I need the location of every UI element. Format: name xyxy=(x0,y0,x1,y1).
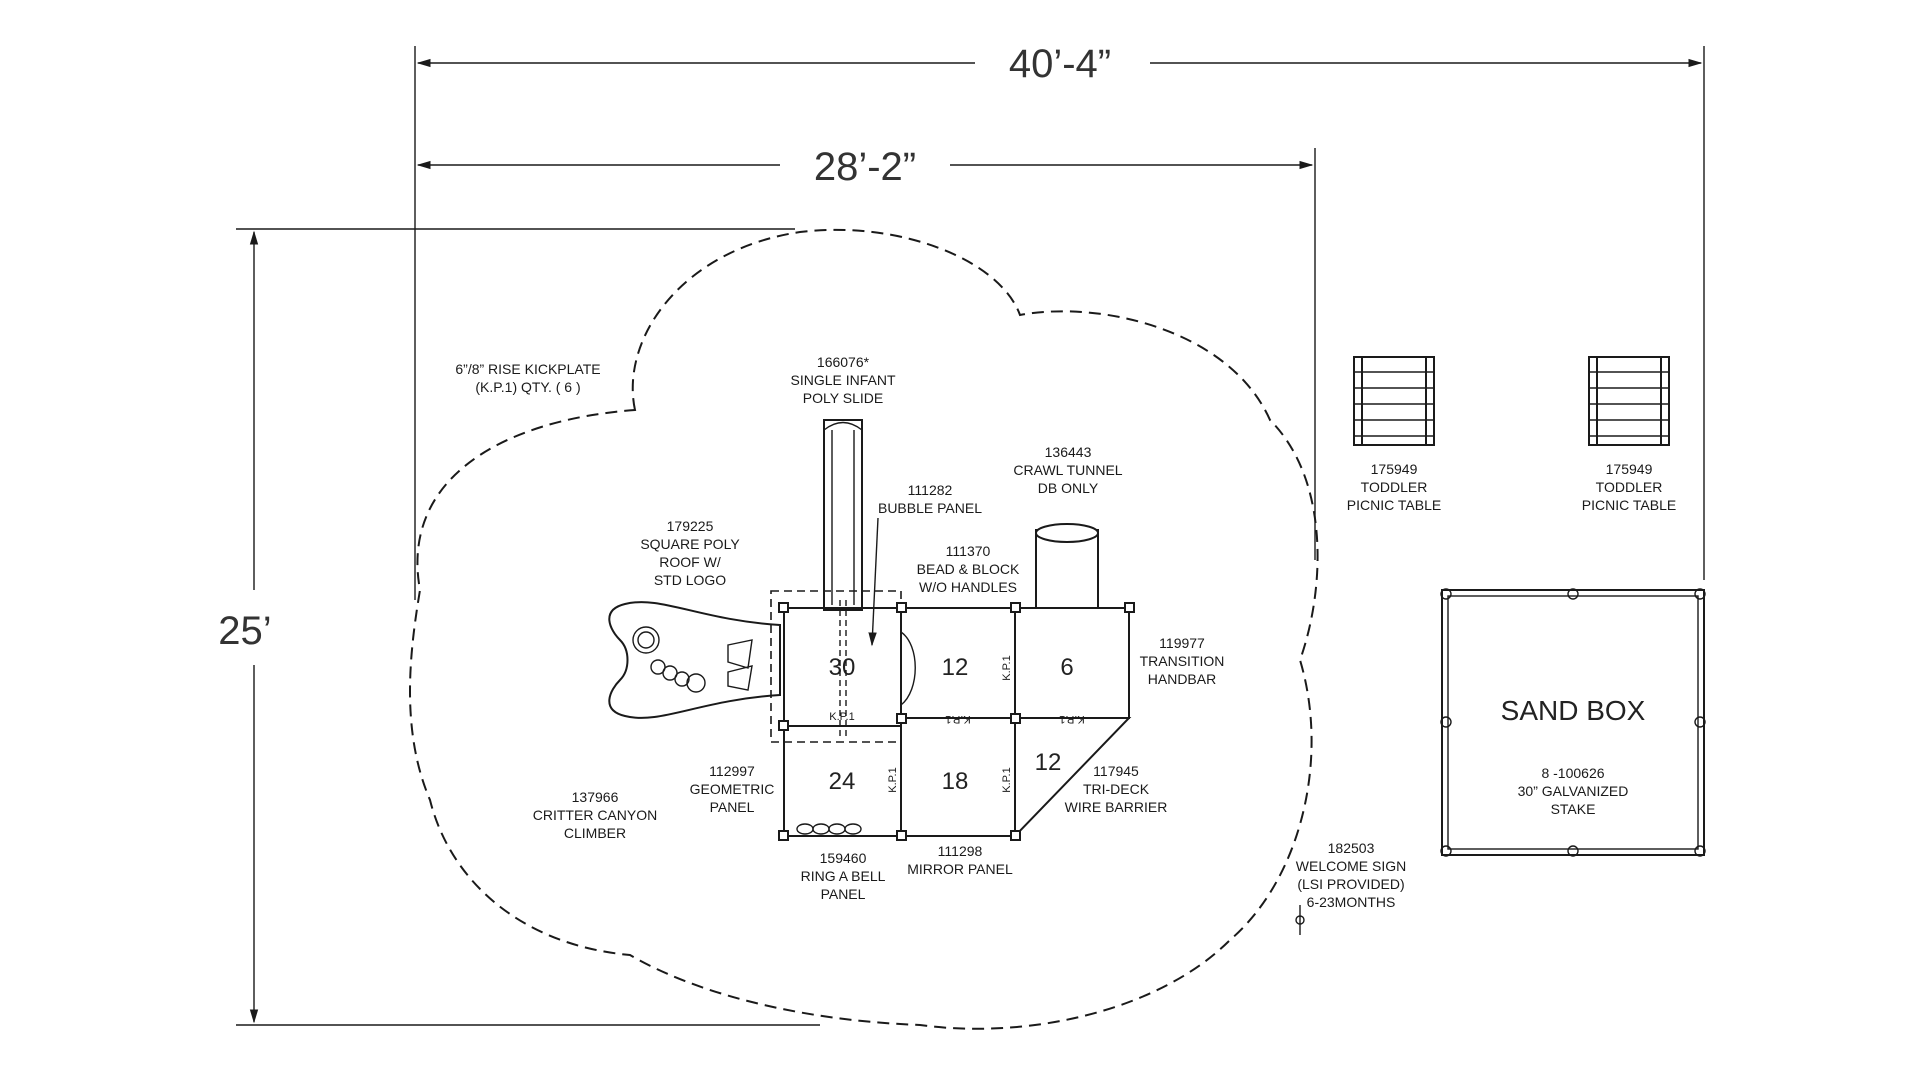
svg-text:175949: 175949 xyxy=(1606,461,1653,477)
dimension-structure-width: 28’-2” xyxy=(416,145,1316,560)
svg-text:ROOF W/: ROOF W/ xyxy=(659,554,721,570)
picnic-table-2 xyxy=(1588,356,1670,446)
label-kickplate: 6”/8” RISE KICKPLATE (K.P.1) QTY. ( 6 ) xyxy=(455,361,600,395)
sandbox-title: SAND BOX xyxy=(1501,695,1646,726)
deck-6-label: 6 xyxy=(1060,654,1073,681)
kp-tag-2: K.P.1 xyxy=(945,713,971,725)
label-welcome-sign: 182503 WELCOME SIGN (LSI PROVIDED) 6-23M… xyxy=(1296,840,1406,910)
svg-text:SQUARE POLY: SQUARE POLY xyxy=(640,536,740,552)
overall-depth-label: 25’ xyxy=(218,609,271,653)
svg-text:TODDLER: TODDLER xyxy=(1361,479,1428,495)
svg-text:W/O HANDLES: W/O HANDLES xyxy=(919,579,1017,595)
label-mirror-panel: 111298 MIRROR PANEL xyxy=(907,843,1013,877)
svg-text:175949: 175949 xyxy=(1371,461,1418,477)
label-bubble-panel: 111282 BUBBLE PANEL xyxy=(878,482,982,516)
svg-text:DB ONLY: DB ONLY xyxy=(1038,480,1099,496)
label-critter-canyon: 137966 CRITTER CANYON CLIMBER xyxy=(533,789,657,841)
label-roof: 179225 SQUARE POLY ROOF W/ STD LOGO xyxy=(640,518,740,588)
dimension-overall-depth: 25’ xyxy=(218,228,820,1026)
kp-tag-3: K.P.1 xyxy=(1059,713,1085,725)
welcome-sign-post xyxy=(1295,905,1305,935)
svg-text:PANEL: PANEL xyxy=(821,886,866,902)
svg-text:TRANSITION: TRANSITION xyxy=(1140,653,1225,669)
svg-text:CRAWL TUNNEL: CRAWL TUNNEL xyxy=(1013,462,1122,478)
play-structure: 30 12 6 24 18 12 xyxy=(770,523,1135,841)
use-zone-boundary xyxy=(409,228,1319,1030)
svg-text:WELCOME SIGN: WELCOME SIGN xyxy=(1296,858,1406,874)
sand-box: SAND BOX xyxy=(1440,588,1706,857)
kp-tag-6: K.P.1 xyxy=(1001,767,1013,793)
svg-text:RING A BELL: RING A BELL xyxy=(801,868,886,884)
svg-text:PICNIC TABLE: PICNIC TABLE xyxy=(1347,497,1441,513)
kp-tag-5: K.P.1 xyxy=(887,767,899,793)
svg-text:GEOMETRIC: GEOMETRIC xyxy=(690,781,775,797)
svg-text:STAKE: STAKE xyxy=(1551,801,1596,817)
svg-text:111298: 111298 xyxy=(938,843,983,859)
label-picnic-table-1: 175949 TODDLER PICNIC TABLE xyxy=(1347,461,1441,513)
label-picnic-table-2: 175949 TODDLER PICNIC TABLE xyxy=(1582,461,1676,513)
svg-text:6-23MONTHS: 6-23MONTHS xyxy=(1307,894,1396,910)
svg-text:137966: 137966 xyxy=(572,789,619,805)
poly-slide xyxy=(823,419,863,611)
callout-labels: 6”/8” RISE KICKPLATE (K.P.1) QTY. ( 6 ) … xyxy=(455,354,1676,910)
dimension-overall-width: 40’-4” xyxy=(414,42,1705,600)
svg-text:(K.P.1) QTY. ( 6 ): (K.P.1) QTY. ( 6 ) xyxy=(475,379,580,395)
label-crawl-tunnel: 136443 CRAWL TUNNEL DB ONLY xyxy=(1013,444,1122,496)
kp-tag-4: K.P.1 xyxy=(1001,655,1013,681)
svg-text:117945: 117945 xyxy=(1093,763,1139,779)
roof-outline xyxy=(770,590,902,743)
svg-text:119977: 119977 xyxy=(1159,635,1205,651)
label-tri-deck-barrier: 117945 TRI-DECK WIRE BARRIER xyxy=(1065,763,1168,815)
deck-12-b-label: 12 xyxy=(1035,749,1062,776)
svg-text:PANEL: PANEL xyxy=(710,799,755,815)
svg-text:BEAD & BLOCK: BEAD & BLOCK xyxy=(917,561,1020,577)
ring-a-bell-panel xyxy=(796,823,862,835)
deck-24-label: 24 xyxy=(829,768,856,795)
svg-text:179225: 179225 xyxy=(667,518,714,534)
svg-text:112997: 112997 xyxy=(709,763,755,779)
svg-text:MIRROR PANEL: MIRROR PANEL xyxy=(907,861,1013,877)
svg-text:166076*: 166076* xyxy=(817,354,870,370)
svg-text:CLIMBER: CLIMBER xyxy=(564,825,626,841)
picnic-table-1 xyxy=(1353,356,1435,446)
svg-text:136443: 136443 xyxy=(1045,444,1092,460)
svg-text:111370: 111370 xyxy=(946,543,991,559)
svg-text:WIRE BARRIER: WIRE BARRIER xyxy=(1065,799,1168,815)
svg-text:6”/8” RISE KICKPLATE: 6”/8” RISE KICKPLATE xyxy=(455,361,600,377)
label-geometric-panel: 112997 GEOMETRIC PANEL xyxy=(690,763,775,815)
svg-text:HANDBAR: HANDBAR xyxy=(1148,671,1216,687)
deck-12-b xyxy=(1014,717,1132,839)
svg-text:TODDLER: TODDLER xyxy=(1596,479,1663,495)
svg-text:(LSI PROVIDED): (LSI PROVIDED) xyxy=(1297,876,1404,892)
svg-text:CRITTER CANYON: CRITTER CANYON xyxy=(533,807,657,823)
svg-text:POLY SLIDE: POLY SLIDE xyxy=(803,390,883,406)
deck-12-a-label: 12 xyxy=(942,654,969,681)
label-ring-a-bell: 159460 RING A BELL PANEL xyxy=(801,850,886,902)
svg-text:182503: 182503 xyxy=(1328,840,1375,856)
deck-18-label: 18 xyxy=(942,768,969,795)
svg-text:8 -100626: 8 -100626 xyxy=(1541,765,1604,781)
label-bead-block: 111370 BEAD & BLOCK W/O HANDLES xyxy=(917,543,1020,595)
label-handbar: 119977 TRANSITION HANDBAR xyxy=(1140,635,1225,687)
critter-canyon-climber xyxy=(608,601,781,719)
svg-text:BUBBLE PANEL: BUBBLE PANEL xyxy=(878,500,982,516)
svg-text:STD LOGO: STD LOGO xyxy=(654,572,726,588)
svg-text:PICNIC TABLE: PICNIC TABLE xyxy=(1582,497,1676,513)
svg-text:30” GALVANIZED: 30” GALVANIZED xyxy=(1518,783,1629,799)
svg-text:TRI-DECK: TRI-DECK xyxy=(1083,781,1150,797)
deck-30-label: 30 xyxy=(829,654,856,681)
structure-width-label: 28’-2” xyxy=(814,145,916,189)
label-slide: 166076* SINGLE INFANT POLY SLIDE xyxy=(790,354,895,406)
svg-text:SINGLE INFANT: SINGLE INFANT xyxy=(790,372,895,388)
overall-width-label: 40’-4” xyxy=(1009,42,1111,86)
svg-text:159460: 159460 xyxy=(820,850,867,866)
svg-text:111282: 111282 xyxy=(908,482,953,498)
label-galvanized-stake: 8 -100626 30” GALVANIZED STAKE xyxy=(1518,765,1629,817)
kp-tag-1: K.P.1 xyxy=(829,711,855,723)
